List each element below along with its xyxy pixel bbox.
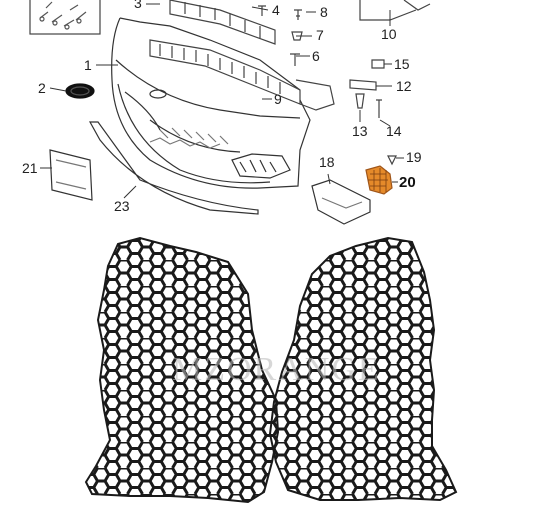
leader-lines <box>40 3 404 199</box>
bracket-12 <box>349 79 377 91</box>
bracket-10 <box>359 0 431 21</box>
callout-15: 15 <box>394 56 410 72</box>
clip-15 <box>371 59 385 69</box>
parts-diagram <box>29 0 431 225</box>
callout-14: 14 <box>386 123 402 139</box>
clip-13 <box>355 93 365 109</box>
fastener-7 <box>291 31 303 41</box>
callout-21: 21 <box>22 160 38 176</box>
highlighted-grille-20 <box>365 165 393 195</box>
lower-trim-strip <box>88 121 259 215</box>
fastener-4 <box>258 5 266 16</box>
screw-14 <box>376 99 382 118</box>
callout-1: 1 <box>84 57 92 73</box>
callout-6: 6 <box>312 48 320 64</box>
callout-4: 4 <box>272 2 280 18</box>
callout-3: 3 <box>134 0 142 11</box>
callout-7: 7 <box>316 27 324 43</box>
clip-19 <box>387 155 397 166</box>
callout-labels: 1 2 3 4 6 7 8 9 10 12 13 14 15 18 19 20 … <box>22 0 422 214</box>
callout-2: 2 <box>38 80 46 96</box>
callout-19: 19 <box>406 149 422 165</box>
callout-23: 23 <box>114 198 130 214</box>
ford-emblem-outline <box>149 89 167 99</box>
watermark-text: MZORANGE <box>172 351 381 388</box>
callout-13: 13 <box>352 123 368 139</box>
bumper-cover <box>111 17 311 189</box>
ford-emblem-part <box>65 83 95 99</box>
right-honeycomb-grille <box>268 236 458 502</box>
hardware-inset-box <box>29 0 101 35</box>
fog-bezel-18 <box>311 179 371 225</box>
fastener-8 <box>294 9 302 20</box>
callout-9: 9 <box>274 91 282 107</box>
license-plate-bracket <box>49 149 93 201</box>
callout-8: 8 <box>320 4 328 20</box>
upper-grille-assembly <box>149 0 335 111</box>
callout-18: 18 <box>319 154 335 170</box>
hardware-screws <box>39 1 87 30</box>
fastener-6 <box>290 53 300 66</box>
callout-10: 10 <box>381 26 397 42</box>
callout-12: 12 <box>396 78 412 94</box>
callout-20: 20 <box>399 174 416 191</box>
